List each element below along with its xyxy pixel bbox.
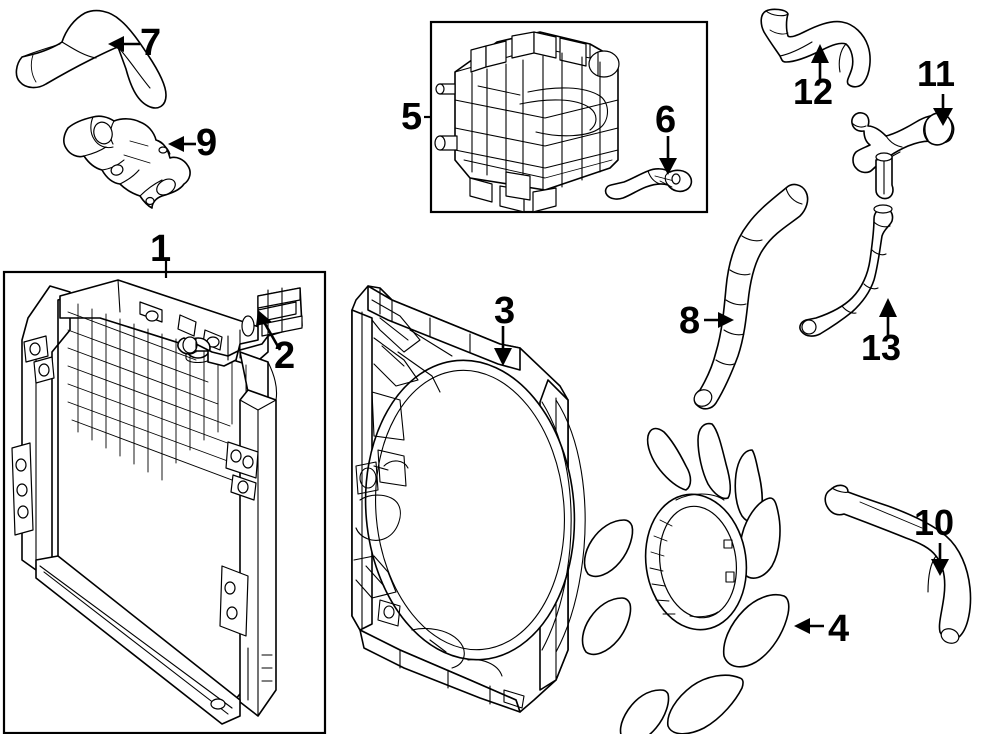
callout-label-3[interactable]: 3 [494, 290, 516, 332]
leader-13 [879, 298, 897, 338]
callout-label-11[interactable]: 11 [917, 53, 956, 94]
callout-label-2[interactable]: 2 [274, 335, 296, 377]
part-9-water-outlet-housing [63, 115, 191, 209]
group-box-radiator [2, 270, 327, 734]
callout-label-13[interactable]: 13 [861, 327, 902, 368]
part-8-radiator-upper-hose [693, 183, 809, 410]
callout-label-1[interactable]: 1 [150, 228, 172, 270]
part-5-heater-unit-assembly [434, 31, 620, 213]
leader-7 [108, 36, 140, 52]
leader-6 [659, 136, 677, 175]
callout-label-9[interactable]: 9 [196, 122, 218, 164]
callout-label-5[interactable]: 5 [401, 96, 423, 138]
callout-label-8[interactable]: 8 [679, 300, 701, 342]
part-13-heater-return-hose [799, 204, 894, 337]
part-4-cooling-fan-blade [581, 422, 790, 734]
leader-3 [494, 326, 512, 366]
part-11-water-inlet-pipe [851, 112, 955, 200]
callout-label-12[interactable]: 12 [793, 71, 834, 112]
leader-9 [168, 136, 196, 152]
leader-2 [256, 310, 282, 351]
part-1-radiator-assembly [11, 279, 278, 725]
leader-8 [704, 312, 734, 328]
callout-label-10[interactable]: 10 [914, 502, 955, 543]
leader-12 [811, 44, 829, 83]
leader-10 [931, 543, 949, 576]
leader-4 [794, 618, 824, 634]
leader-11 [933, 94, 953, 126]
part-7-radiator-inlet-hose [15, 9, 167, 109]
callout-label-4[interactable]: 4 [828, 608, 850, 650]
part-2-radiator-drain-cock [177, 287, 303, 367]
callout-label-6[interactable]: 6 [655, 99, 677, 141]
part-3-fan-shroud [351, 285, 586, 713]
part-6-heater-water-hose [604, 168, 693, 200]
callout-label-7[interactable]: 7 [140, 22, 162, 64]
part-12-radiator-outlet-hose [760, 8, 871, 88]
